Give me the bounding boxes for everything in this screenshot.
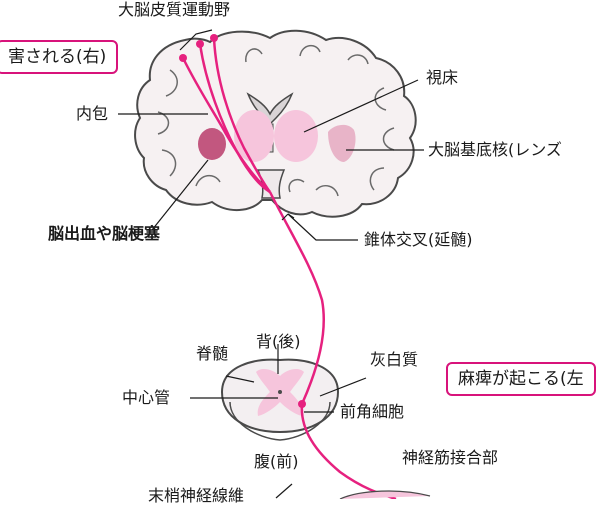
brain-section	[134, 29, 417, 218]
label-nmj: 神経筋接合部	[402, 448, 499, 467]
label-gray-matter: 灰白質	[370, 350, 419, 369]
label-hemorrhage: 脳出血や脳梗塞	[48, 224, 161, 243]
basal-ganglia	[328, 124, 356, 162]
label-peripheral-nerve: 末梢神経線維	[148, 486, 245, 505]
label-spinal-cord: 脊髄	[196, 344, 229, 363]
label-motor-cortex: 大脳皮質運動野	[118, 0, 231, 19]
pathway-nodes	[179, 34, 306, 408]
leader-lines	[118, 29, 424, 499]
spinal-cord-section	[220, 358, 340, 441]
label-basal-ganglia: 大脳基底核(レンズ	[428, 140, 562, 159]
lesion-spot	[198, 128, 226, 160]
callout-damaged-right: 害される(右)	[0, 40, 119, 74]
muscle-edge	[339, 490, 431, 499]
label-thalamus: 視床	[426, 68, 459, 87]
brain-outline	[134, 29, 417, 218]
label-anterior-horn: 前角細胞	[340, 402, 405, 421]
thalamus-right	[274, 110, 318, 162]
label-pyramidal-decussation: 錐体交叉(延髄)	[364, 230, 473, 249]
label-ventral: 腹(前)	[254, 452, 299, 471]
label-central-canal: 中心管	[122, 388, 171, 407]
label-dorsal: 背(後)	[256, 332, 301, 351]
callout-paralysis-left: 麻痺が起こる(左	[446, 362, 596, 396]
label-internal-capsule: 内包	[76, 104, 109, 123]
